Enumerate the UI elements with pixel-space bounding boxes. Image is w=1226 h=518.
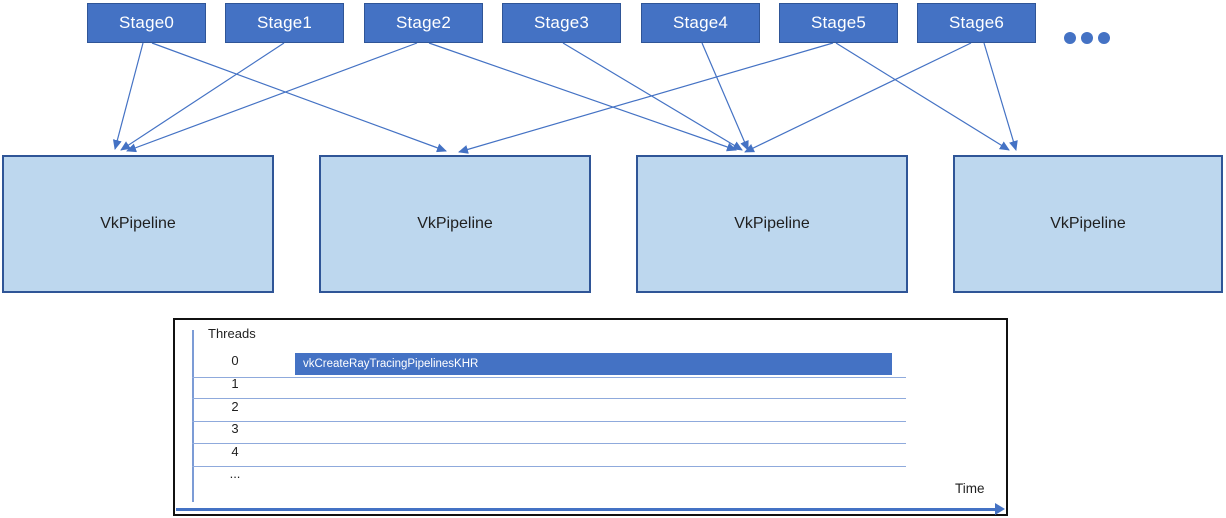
stage-box-3: Stage3 — [502, 3, 621, 43]
stage-box-5: Stage5 — [779, 3, 898, 43]
connector-stage3-to-pipeline2 — [562, 42, 743, 151]
stage-box-1: Stage1 — [225, 3, 344, 43]
connector-stage0-to-pipeline1 — [151, 42, 447, 153]
gantt-bar-vkCreateRayTracingPipelinesKHR: vkCreateRayTracingPipelinesKHR — [295, 353, 892, 375]
connector-stage6-to-pipeline2 — [744, 42, 972, 153]
pipeline-box-2: VkPipeline — [636, 155, 908, 293]
threads-axis-title: Threads — [208, 326, 256, 341]
stage-box-4: Stage4 — [641, 3, 760, 43]
time-axis-arrow-icon — [995, 503, 1005, 515]
ellipsis-dot — [1098, 32, 1110, 44]
stage-box-0: Stage0 — [87, 3, 206, 43]
thread-row-separator — [192, 466, 906, 467]
connector-stage1-to-pipeline0 — [120, 42, 285, 151]
thread-label-4: 4 — [231, 444, 239, 459]
thread-row-separator — [192, 421, 906, 422]
connector-stage0-to-pipeline0 — [112, 42, 144, 150]
thread-label-1: 1 — [231, 376, 239, 391]
connector-stage2-to-pipeline2 — [428, 42, 737, 152]
connector-stage5-to-pipeline3 — [835, 42, 1010, 151]
pipeline-box-3: VkPipeline — [953, 155, 1223, 293]
connector-stage2-to-pipeline0 — [126, 42, 418, 153]
thread-label-0: 0 — [231, 353, 239, 368]
connector-stage6-to-pipeline3 — [983, 42, 1018, 151]
thread-row-separator — [192, 398, 906, 399]
connector-stage5-to-pipeline1 — [458, 42, 834, 154]
thread-row-separator — [192, 443, 906, 444]
time-axis-line — [176, 508, 996, 511]
thread-label-...: ... — [229, 466, 241, 481]
ellipsis-dot — [1081, 32, 1093, 44]
time-axis-label: Time — [955, 481, 985, 496]
pipeline-box-1: VkPipeline — [319, 155, 591, 293]
pipeline-box-0: VkPipeline — [2, 155, 274, 293]
thread-row-separator — [192, 377, 906, 378]
stage-box-6: Stage6 — [917, 3, 1036, 43]
thread-label-2: 2 — [231, 399, 239, 414]
thread-timeline-chart: Threads 0 1 2 3 4... vkCreateRayTracingPipel… — [173, 318, 1008, 516]
threads-axis-line — [192, 330, 194, 502]
ellipsis-dot — [1064, 32, 1076, 44]
stage-box-2: Stage2 — [364, 3, 483, 43]
thread-label-3: 3 — [231, 421, 239, 436]
connector-stage4-to-pipeline2 — [701, 42, 749, 151]
